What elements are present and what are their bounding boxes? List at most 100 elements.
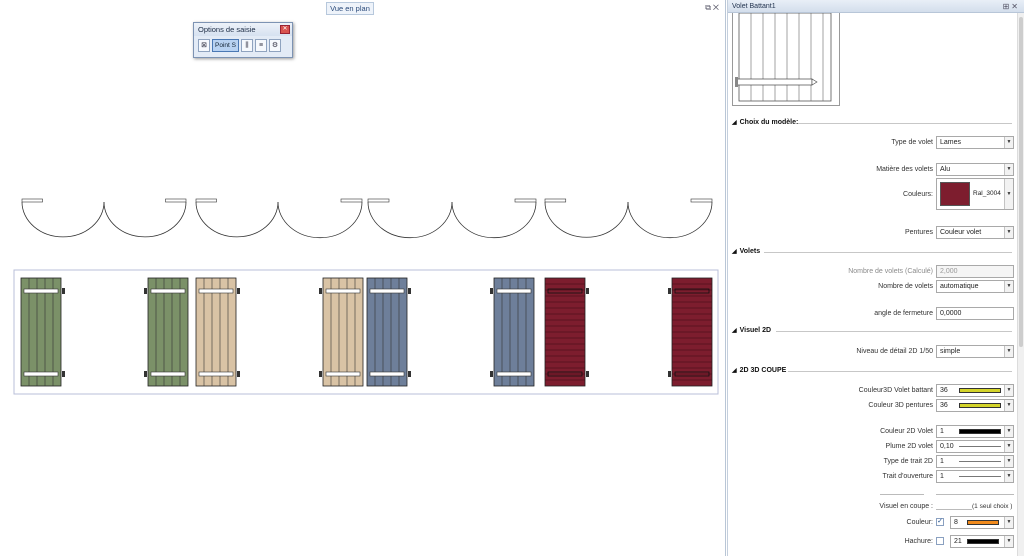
input-options-tools: ⊠ Point S ⫼ ≡ ⚙ [194, 36, 292, 55]
leaf-plan [340, 198, 363, 203]
leaf-plan [21, 198, 43, 203]
select-plume[interactable]: 0,10 ▼ [936, 440, 1014, 453]
select-c2d-volet[interactable]: 1▼ [936, 425, 1014, 438]
input-options-title-text: Options de saisie [198, 25, 256, 34]
chevron-down-icon: ▼ [1004, 536, 1013, 547]
divider-line [880, 494, 924, 495]
shutter-hinge-bar [198, 288, 234, 294]
point-s-button[interactable]: Point S [212, 39, 239, 52]
scrollbar-thumb[interactable] [1019, 17, 1023, 347]
shutter-hinge-bar [369, 371, 405, 377]
select-pentures[interactable]: Couleur volet ▼ [936, 226, 1014, 239]
panel-window-controls[interactable]: ⊞✕ [1002, 2, 1020, 11]
select-value: 0,10 [940, 443, 954, 450]
panel-scrollbar[interactable] [1017, 13, 1024, 556]
select-hachure[interactable]: 21 ▼ [950, 535, 1014, 548]
shutter-hinge-bar [23, 371, 59, 377]
label-hachure: Hachure: [904, 538, 933, 545]
select-couleur[interactable]: 8▼ [950, 516, 1014, 529]
chevron-down-icon: ▼ [1004, 441, 1013, 452]
select-value: Ral_3004 [973, 190, 1001, 197]
label-angle: angle de fermeture [874, 310, 933, 317]
hinge-pin [237, 288, 240, 294]
section-divider [764, 252, 1012, 253]
canvas-window-controls[interactable]: ⧉✕ [705, 3, 721, 12]
label-trait-ouverture: Trait d'ouverture [882, 473, 934, 480]
shutter-hinge-bar [547, 288, 583, 294]
select-value: Couleur volet [940, 229, 982, 236]
close-icon[interactable]: ✕ [280, 25, 290, 34]
swing-arc [627, 201, 713, 239]
select-value: 21 [954, 538, 962, 545]
hinge-pin [62, 371, 65, 377]
properties-panel: Volet Battant1 ⊞✕ ◢Choix du modèle: Type… [727, 0, 1024, 556]
hinge-pin [668, 288, 671, 294]
shutter-preview [732, 12, 840, 106]
shutter-leaf [322, 277, 364, 387]
section-divider [776, 331, 1012, 332]
hinge-pin [319, 371, 322, 377]
swing-arc [544, 201, 629, 238]
select-niveau[interactable]: simple▼ [936, 345, 1014, 358]
panel-title-bar: Volet Battant1 ⊞✕ [728, 0, 1024, 13]
shutter-hinge-bar [198, 371, 234, 377]
select-trait[interactable]: 1▼ [936, 455, 1014, 468]
leaf-plan [544, 198, 567, 203]
select-value: 1 [940, 458, 944, 465]
hinge-pin [144, 288, 147, 294]
section-volets[interactable]: ◢Volets [732, 248, 760, 255]
select-value: 1 [940, 473, 944, 480]
shutter-hinge-bar [150, 371, 186, 377]
input-options-title: Options de saisie ✕ [194, 23, 292, 36]
shutter-leaf [147, 277, 189, 387]
fan-icon[interactable]: ⫼ [241, 39, 253, 52]
shutter-hinge-bar [496, 371, 532, 377]
select-c3d-pentures[interactable]: 36▼ [936, 399, 1014, 412]
hinge-pin [668, 371, 671, 377]
chevron-down-icon: ▼ [1004, 164, 1013, 175]
select-type-volet[interactable]: Lames ▼ [936, 136, 1014, 149]
lines-icon[interactable]: ≡ [255, 39, 267, 52]
section-visuel2d[interactable]: ◢Visuel 2D [732, 327, 771, 334]
select-value: automatique [940, 283, 979, 290]
label-type-volet: Type de volet [891, 139, 933, 146]
chevron-down-icon: ▼ [1004, 227, 1013, 238]
shutter-hinge-bar [674, 371, 710, 377]
label-pentures: Pentures [904, 229, 933, 236]
collapse-arrow-icon: ◢ [732, 328, 737, 334]
shutter-drawing [13, 198, 719, 395]
line-preview [959, 446, 1001, 447]
label-nb-volets-calc: Nombre de volets (Calculé) [848, 268, 933, 275]
cross-box-icon[interactable]: ⊠ [198, 39, 210, 52]
hinge-pin [319, 288, 322, 294]
select-matiere[interactable]: Alu▼ [936, 163, 1014, 176]
color-swatch [959, 403, 1001, 408]
select-nb-volets[interactable]: automatique▼ [936, 280, 1014, 293]
section-coupe-title: 2D 3D COUPE [739, 367, 787, 374]
leaf-plan [690, 198, 713, 203]
plan-view-canvas[interactable]: Vue en plan ⧉✕ Options de saisie ✕ ⊠ Poi… [0, 0, 726, 556]
section-model-title: Choix du modèle: [739, 119, 799, 126]
label-niveau: Niveau de détail 2D 1/50 [856, 348, 933, 355]
section-coupe[interactable]: ◢2D 3D COUPE [732, 367, 786, 374]
view-tab-plan[interactable]: Vue en plan [326, 2, 374, 15]
hinge-pin [490, 371, 493, 377]
checkbox-couleur[interactable]: ✓ [936, 518, 944, 526]
select-value: Lames [940, 139, 962, 146]
select-trait-ouverture[interactable]: 1▼ [936, 470, 1014, 483]
input-angle[interactable]: 0,0000 [936, 307, 1014, 320]
chevron-down-icon: ▼ [1004, 137, 1013, 148]
collapse-arrow-icon: ◢ [732, 368, 737, 374]
section-model[interactable]: ◢Choix du modèle: [732, 119, 798, 126]
select-couleurs[interactable]: Ral_3004▼ [936, 178, 1014, 210]
select-c3d-volet[interactable]: 36▼ [936, 384, 1014, 397]
checkbox-hachure[interactable] [936, 537, 944, 545]
swing-arc [367, 201, 453, 239]
input-options-toolbar[interactable]: Options de saisie ✕ ⊠ Point S ⫼ ≡ ⚙ [193, 22, 293, 58]
label-trait: Type de trait 2D [883, 458, 933, 465]
swing-arc [103, 201, 187, 238]
hinge-pin [586, 371, 589, 377]
settings-icon[interactable]: ⚙ [269, 39, 281, 52]
color-swatch [967, 520, 999, 525]
shutter-hinge-bar [547, 371, 583, 377]
